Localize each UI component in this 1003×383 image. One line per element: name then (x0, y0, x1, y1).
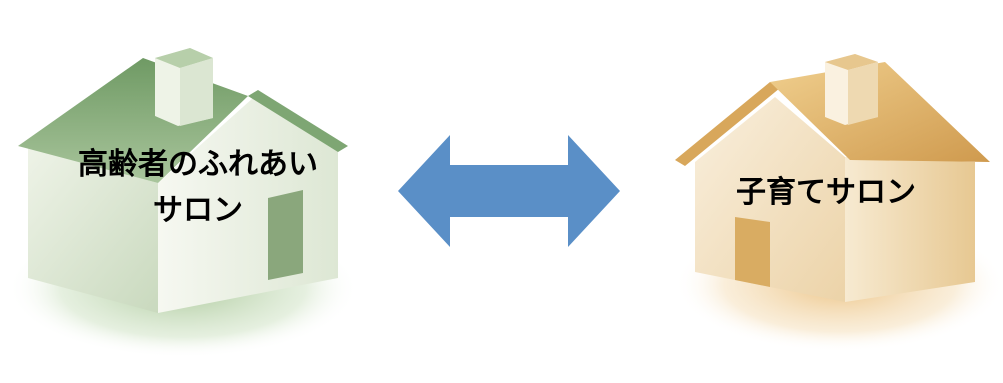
left-house-label-line1: 高齢者のふれあい (48, 150, 348, 180)
double-headed-arrow-icon (398, 135, 620, 247)
right-house-label: 子育てサロン (706, 178, 946, 208)
left-house-label-line2: サロン (48, 196, 348, 226)
